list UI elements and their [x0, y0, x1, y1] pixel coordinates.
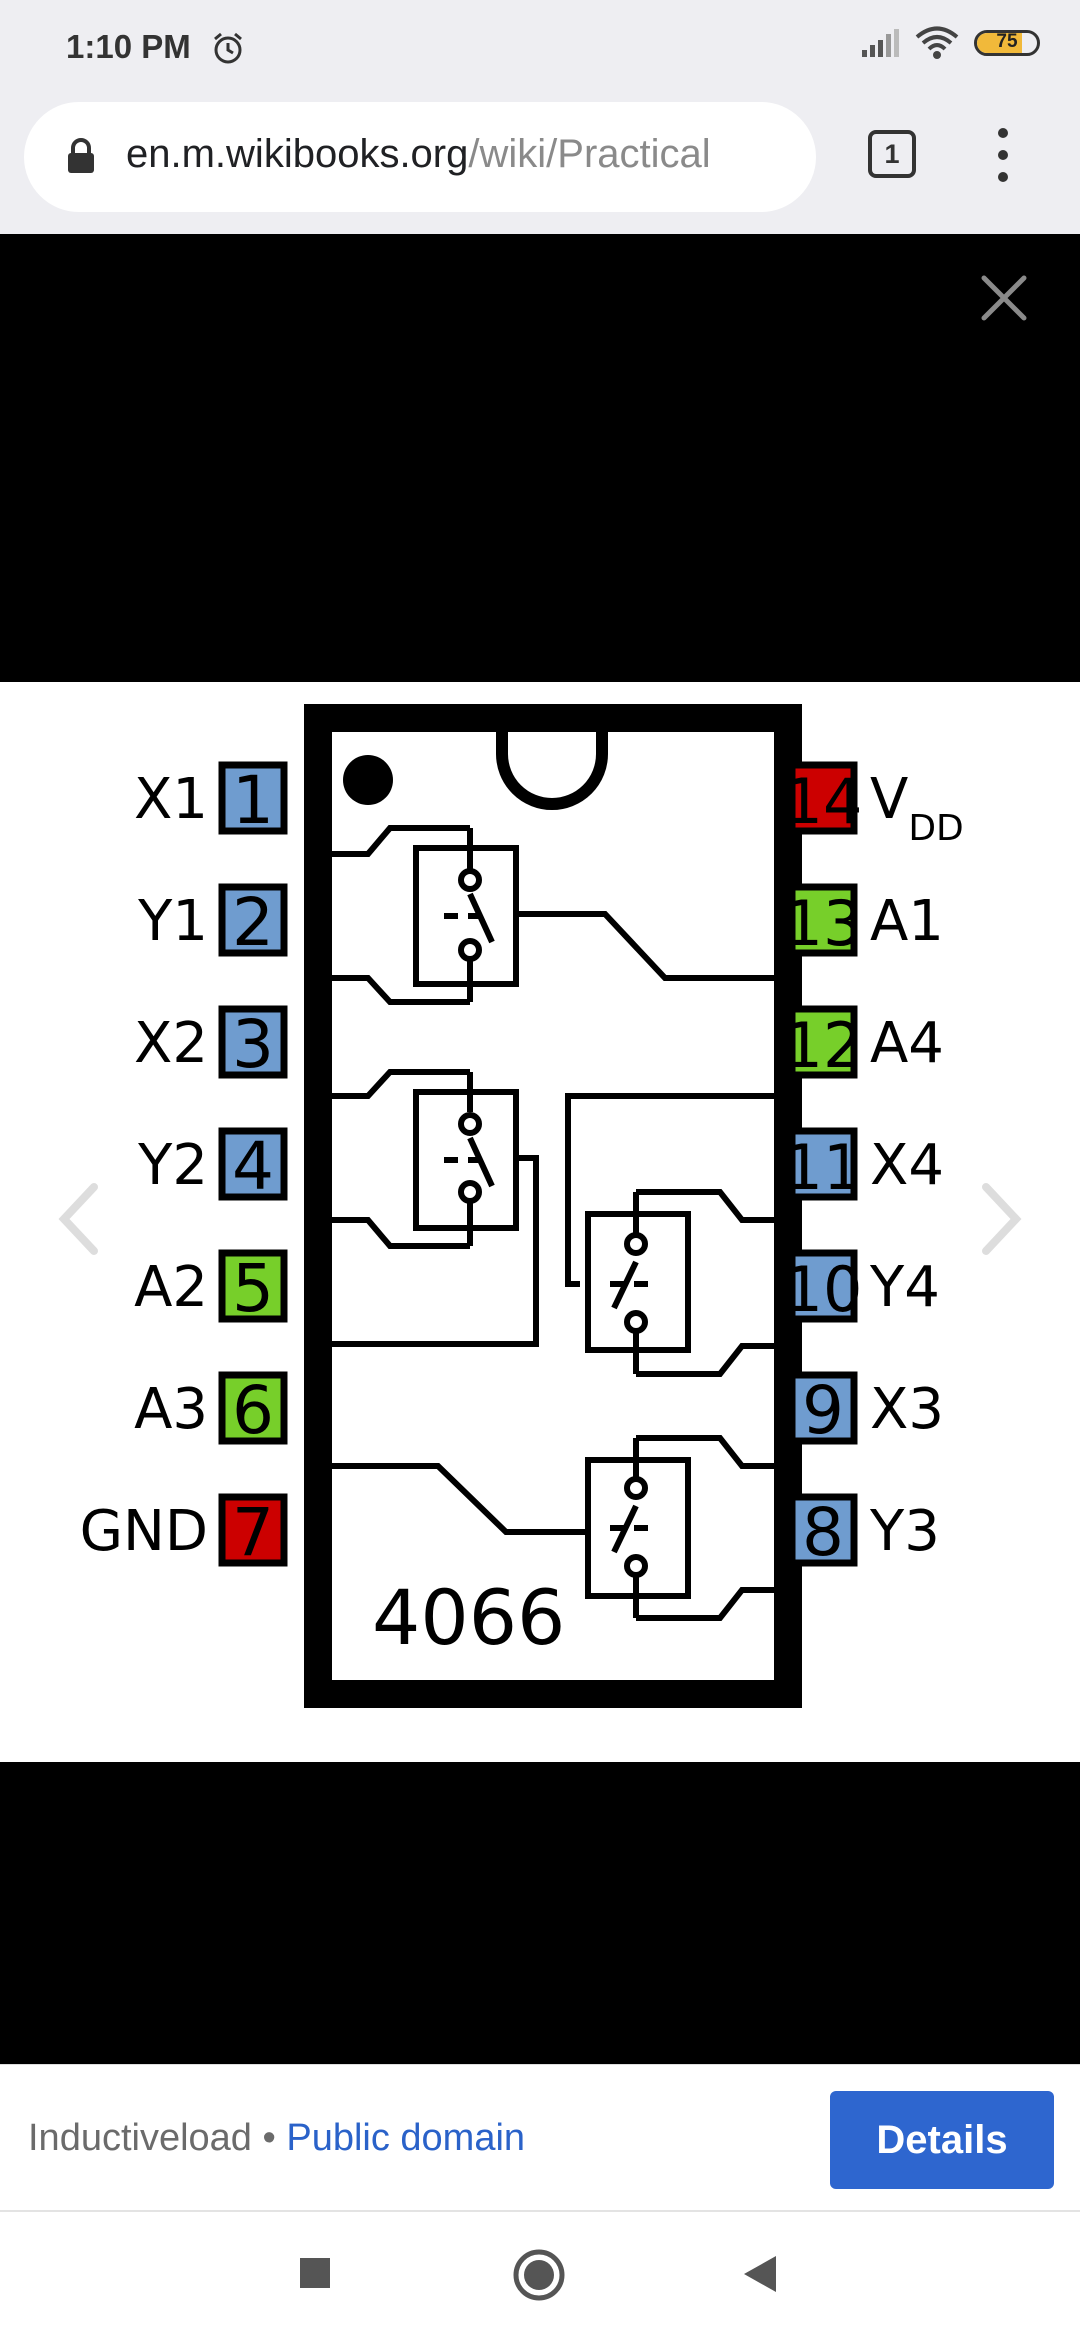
url-bar[interactable]: en.m.wikibooks.org/wiki/Practical	[24, 102, 816, 212]
status-icons: 75	[860, 26, 1040, 60]
pin-3-number: 3	[232, 1006, 274, 1083]
browser-toolbar: en.m.wikibooks.org/wiki/Practical 1	[0, 98, 1080, 234]
tabs-button[interactable]: 1	[868, 130, 916, 178]
chip-label: 4066	[372, 1573, 565, 1662]
pin-2-body	[218, 883, 288, 957]
pin-8-number: 8	[802, 1494, 844, 1571]
more-vert-icon[interactable]	[988, 128, 1018, 184]
pin-12-number: 12	[784, 1009, 863, 1082]
pin-8-label: Y3	[869, 1499, 940, 1564]
menu-dot	[998, 150, 1008, 160]
pin-13-label: A1	[870, 889, 944, 954]
url-text[interactable]: en.m.wikibooks.org/wiki/Practical	[126, 132, 806, 177]
url-path: /wiki/Practical	[468, 132, 711, 176]
pin-10-number: 10	[784, 1253, 863, 1326]
square-icon[interactable]	[298, 2256, 332, 2290]
caption-text: Inductiveload • Public domain	[28, 2117, 525, 2160]
tab-count: 1	[884, 139, 900, 169]
pin-7-body	[218, 1493, 288, 1567]
wifi-icon	[915, 26, 959, 59]
pin-13-number: 13	[784, 887, 863, 960]
pin-1-body	[218, 761, 288, 835]
pin-9-label: X3	[870, 1377, 944, 1442]
pin-9-number: 9	[802, 1372, 844, 1449]
menu-dot	[998, 128, 1008, 138]
pin-5-body	[218, 1249, 288, 1323]
license-link[interactable]: Public domain	[286, 2117, 526, 2159]
pin-11-number: 11	[784, 1131, 863, 1204]
close-icon[interactable]	[976, 270, 1032, 326]
switch-contacts	[458, 868, 648, 1578]
lock-icon	[68, 138, 94, 173]
pin-1-number: 1	[232, 762, 274, 839]
system-nav-bar	[0, 2210, 1080, 2342]
pin-14-number: 14	[784, 765, 863, 838]
pin-6-body	[218, 1371, 288, 1445]
circle-icon[interactable]	[512, 2248, 566, 2302]
pin-4-body	[218, 1127, 288, 1201]
pin-4-label: Y2	[137, 1133, 208, 1198]
caption-separator: •	[251, 2117, 287, 2159]
url-host: en.m.wikibooks.org	[126, 132, 469, 176]
status-time: 1:10 PM	[66, 28, 191, 65]
pin-3-body	[218, 1005, 288, 1079]
triangle-back-icon[interactable]	[742, 2254, 778, 2294]
pin-14-label: VDD	[870, 767, 964, 849]
pin-9-body	[788, 1371, 858, 1445]
internal-wiring	[332, 825, 774, 1621]
pin-8-body	[788, 1493, 858, 1567]
pin-2-number: 2	[232, 884, 274, 961]
details-button[interactable]: Details	[830, 2091, 1054, 2189]
battery-level: 75	[996, 31, 1018, 52]
chevron-left-icon[interactable]	[54, 1179, 104, 1259]
pin-2-label: Y1	[137, 889, 208, 954]
pin-12-label: A4	[870, 1011, 944, 1076]
left-pins: 1 X1 2 Y1 3 X2 4 Y2 5 A2 6 A3 7 GND	[80, 761, 288, 1571]
menu-dot	[998, 172, 1008, 182]
pin-10-body	[788, 1249, 858, 1323]
image-caption-bar: Inductiveload • Public domain Details	[0, 2064, 1080, 2211]
pin-7-number: 7	[232, 1494, 274, 1571]
chip-notch	[496, 730, 608, 810]
pin-13-body	[788, 883, 858, 957]
pin-6-label: A3	[134, 1377, 208, 1442]
pin-6-number: 6	[232, 1372, 274, 1449]
pin-5-label: A2	[134, 1255, 208, 1320]
status-bar: 1:10 PM 75	[0, 0, 1080, 98]
battery-fill	[977, 33, 1022, 53]
pin-3-label: X2	[134, 1011, 208, 1076]
alarm-clock-icon	[214, 32, 242, 64]
battery-indicator: 75	[974, 30, 1040, 56]
pin-10-label: Y4	[869, 1255, 940, 1320]
pin-12-body	[788, 1005, 858, 1079]
caption-author: Inductiveload	[28, 2117, 252, 2159]
pin-11-body	[788, 1127, 858, 1201]
pin-4-number: 4	[232, 1128, 274, 1205]
pin-1-label: X1	[134, 767, 208, 832]
pin1-marker	[343, 755, 393, 805]
chevron-right-icon[interactable]	[976, 1179, 1026, 1259]
pin-7-label: GND	[80, 1499, 208, 1564]
chip-body	[304, 704, 802, 1708]
pin-14-body	[788, 761, 858, 835]
pin-5-number: 5	[232, 1250, 274, 1327]
signal-icon	[862, 29, 899, 57]
pin-11-label: X4	[870, 1133, 944, 1198]
control-dashes	[444, 913, 648, 1531]
